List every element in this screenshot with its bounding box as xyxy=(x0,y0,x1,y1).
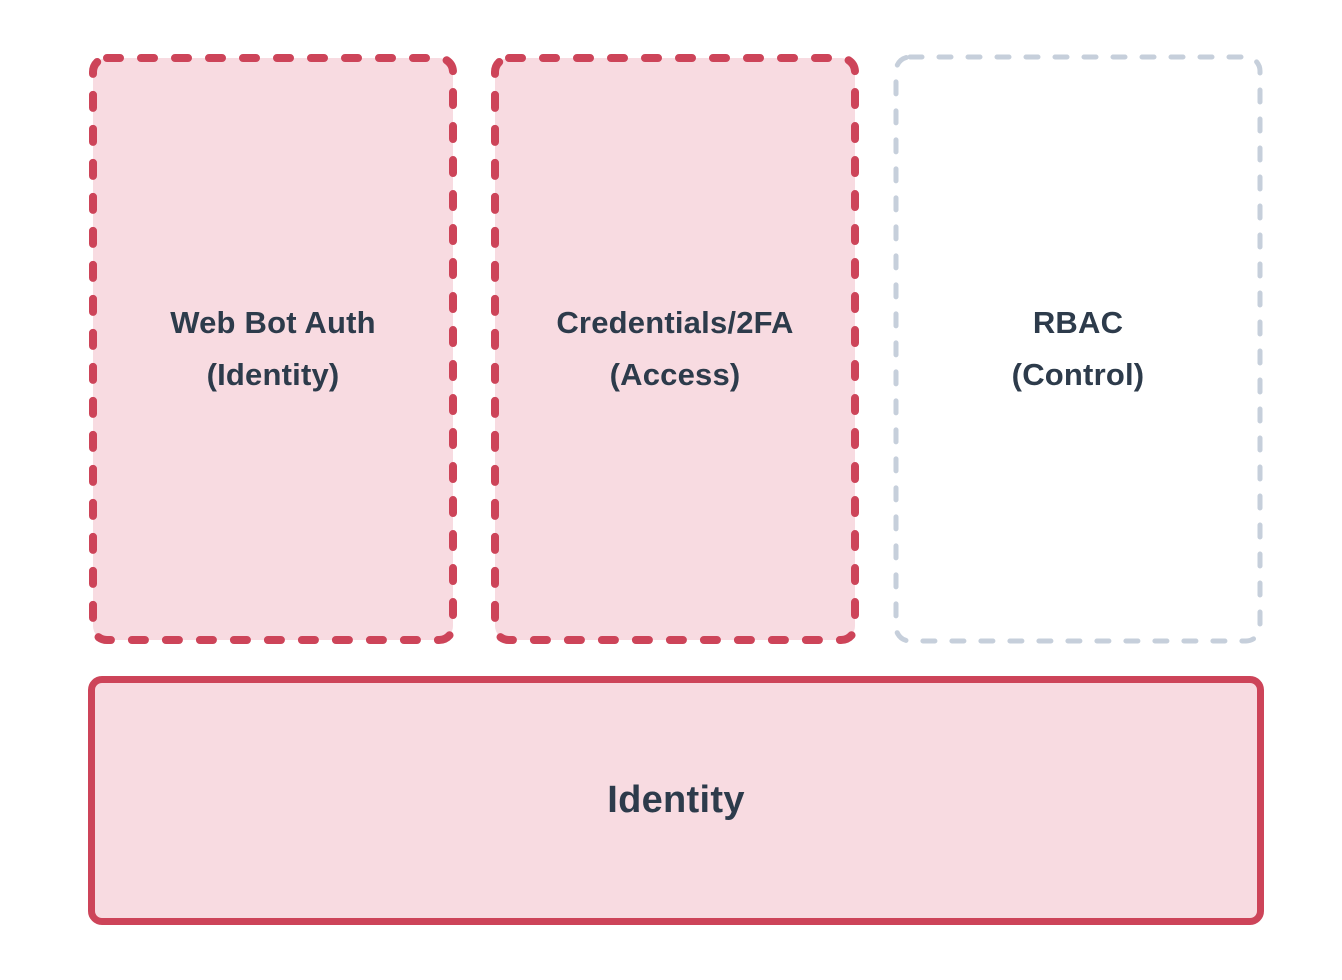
box-label: Web Bot Auth (Identity) xyxy=(88,53,458,645)
box-title: Web Bot Auth xyxy=(170,305,376,340)
box-label: Credentials/2FA (Access) xyxy=(490,53,860,645)
box-title: RBAC xyxy=(1032,305,1124,340)
base-box-title: Identity xyxy=(607,779,745,821)
box-identity-base: Identity xyxy=(88,676,1264,925)
dashed-frame xyxy=(893,54,1263,644)
box-credentials-2fa: Credentials/2FA (Access) xyxy=(490,53,860,645)
box-title: Credentials/2FA xyxy=(556,305,794,340)
box-subtitle: (Access) xyxy=(609,357,741,392)
box-subtitle: (Control) xyxy=(1011,357,1145,392)
dashed-frame xyxy=(491,54,859,644)
box-web-bot-auth: Web Bot Auth (Identity) xyxy=(88,53,458,645)
box-rbac: RBAC (Control) xyxy=(892,53,1264,645)
dashed-frame xyxy=(89,54,457,644)
box-label: RBAC (Control) xyxy=(892,53,1264,645)
box-subtitle: (Identity) xyxy=(206,357,340,392)
